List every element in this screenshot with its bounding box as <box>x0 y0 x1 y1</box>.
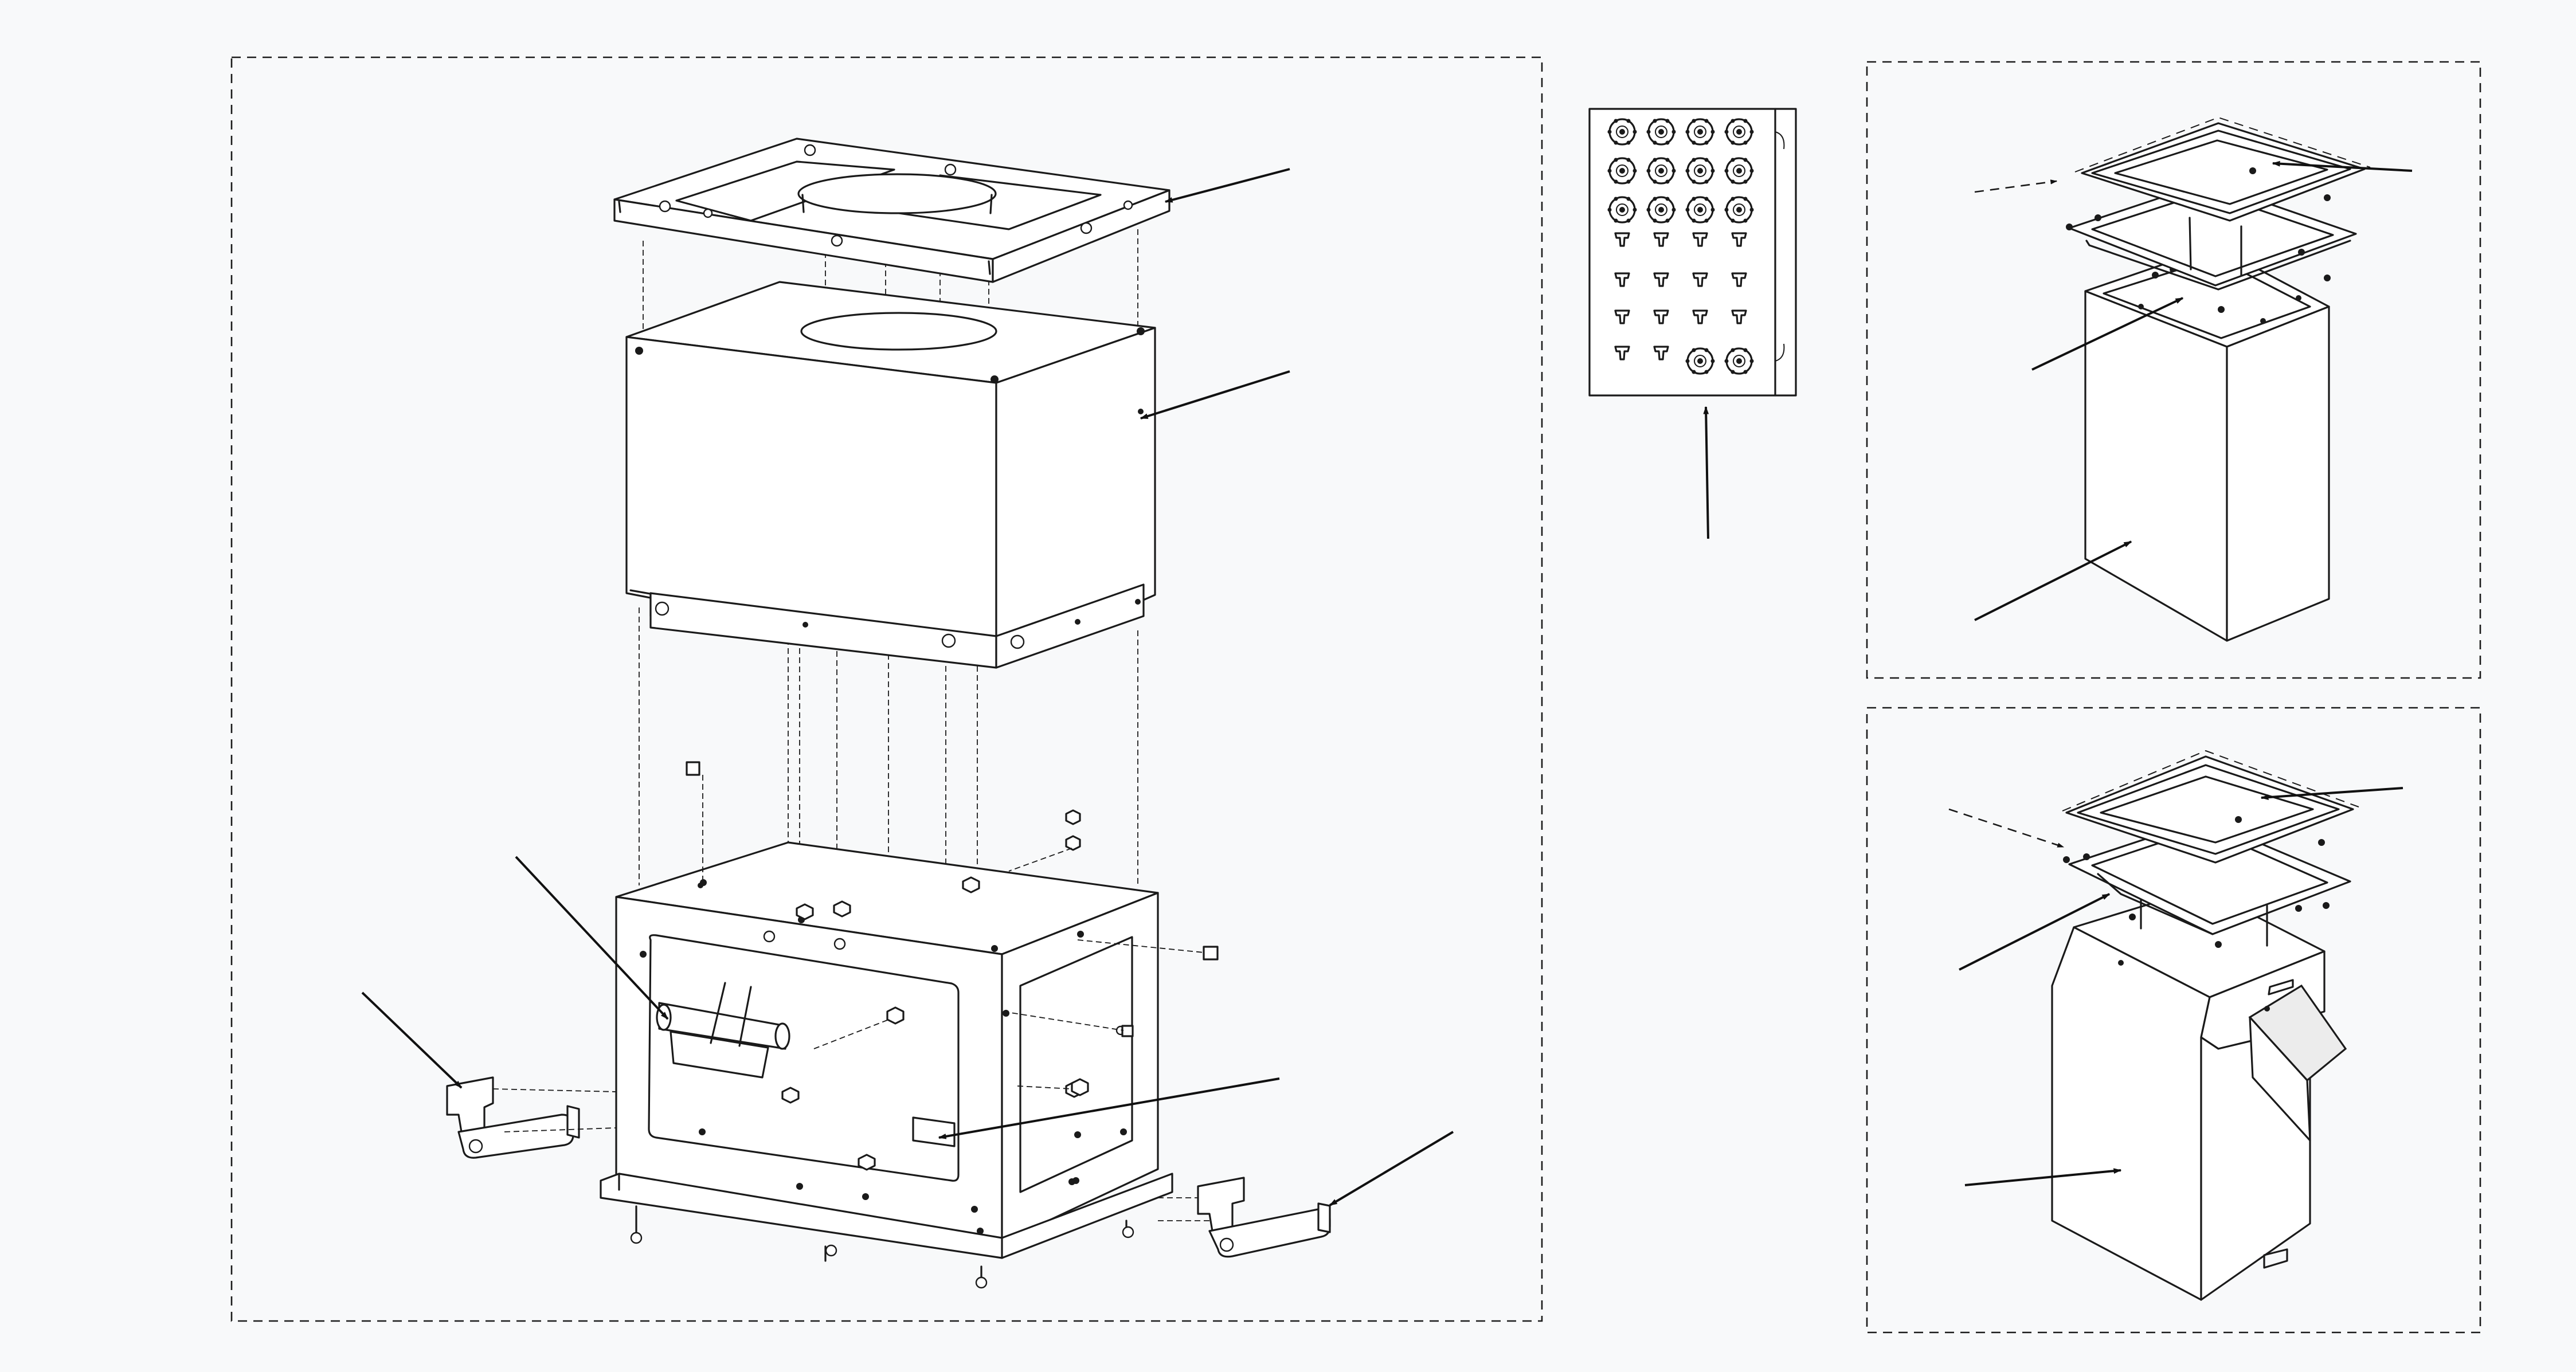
arrow-callout-icon <box>1964 1168 2122 1186</box>
knob-nut-icon <box>1724 196 1754 224</box>
knob-nut-icon <box>1646 196 1676 224</box>
screw-icon <box>1653 272 1669 287</box>
arrow-callout-icon <box>1140 370 1290 420</box>
panel-main-border <box>230 56 1543 1322</box>
arrow-callout-icon <box>1703 406 1709 539</box>
screw-icon <box>1653 309 1669 324</box>
arrow-callout-icon <box>515 856 669 1020</box>
screw-icon <box>1692 232 1708 247</box>
knob-nut-icon <box>1607 157 1637 185</box>
knob-nut-icon <box>1685 196 1715 224</box>
handle-left <box>446 1076 617 1159</box>
loose-screws-main <box>686 761 1219 1096</box>
hood-upper-box <box>625 281 1156 669</box>
arrow-callout-icon <box>2272 160 2413 172</box>
arrow-callout-icon <box>938 1077 1280 1139</box>
knob-nut-icon <box>1685 157 1715 185</box>
knob-nut-icon <box>1724 118 1754 146</box>
callouts-main <box>361 168 1454 1206</box>
screw-icon <box>1692 272 1708 287</box>
screw-icon <box>1692 309 1708 324</box>
knob-nut-icon <box>1607 118 1637 146</box>
knob-nut-icon <box>1724 347 1754 375</box>
arrow-callout-icon <box>361 991 463 1089</box>
knob-nut-icon <box>1646 157 1676 185</box>
knob-nut-icon <box>1607 196 1637 224</box>
screw-icon <box>1614 309 1630 324</box>
arrow-callout-icon <box>1959 893 2111 971</box>
hardware-items <box>1607 118 1754 375</box>
panel-main-assembly <box>230 56 1543 1322</box>
panel-variant-rect-border <box>1866 61 2481 679</box>
arrow-callout-icon <box>2260 787 2403 801</box>
screw-icon <box>1731 232 1747 247</box>
knob-nut-icon <box>1724 157 1754 185</box>
screw-icon <box>1731 272 1747 287</box>
arrow-callout-icon <box>1164 168 1290 203</box>
screw-icon <box>1614 232 1630 247</box>
knob-nut-icon <box>1685 347 1715 375</box>
screw-icon <box>1653 232 1669 247</box>
top-mounting-frame <box>613 138 1170 283</box>
arrow-callout-icon <box>1948 808 2065 848</box>
panel-variant-rectangular <box>1866 61 2481 679</box>
arrow-callout-icon <box>1974 179 2058 193</box>
screw-icon <box>1731 309 1747 324</box>
handle-right <box>1158 1177 1331 1258</box>
panel-hardware-kit <box>1588 108 1797 539</box>
knob-nut-icon <box>1646 118 1676 146</box>
base-frame-box <box>600 841 1173 1289</box>
screw-icon <box>1653 346 1669 360</box>
screw-icon <box>1614 346 1630 360</box>
arrow-callout-icon <box>1974 540 2132 621</box>
arrow-callout-icon <box>1329 1131 1454 1206</box>
arrow-callout-icon <box>2031 297 2184 371</box>
knob-nut-icon <box>1685 118 1715 146</box>
screw-icon <box>1614 272 1630 287</box>
panel-variant-angled <box>1866 707 2481 1334</box>
